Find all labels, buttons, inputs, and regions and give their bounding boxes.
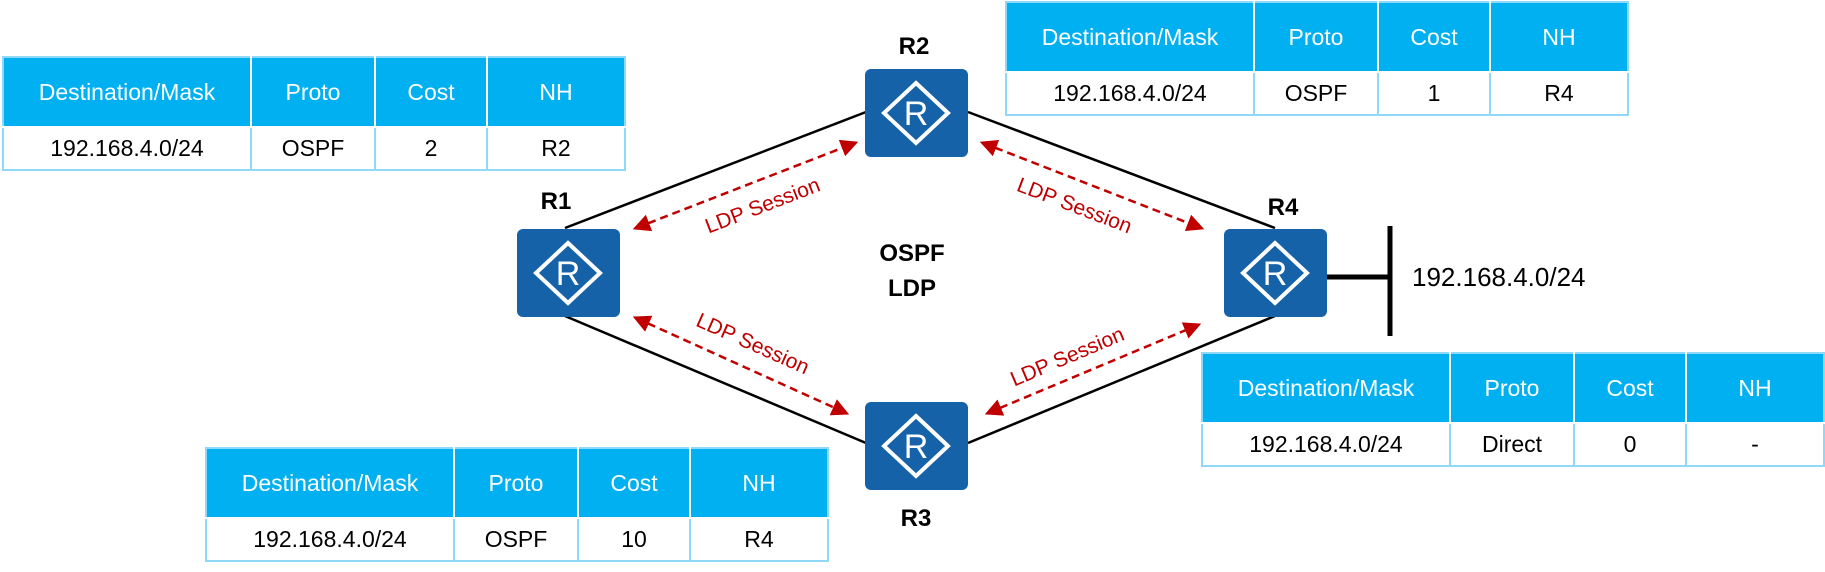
routing-table-r2: Destination/Mask Proto Cost NH 192.168.4…	[1005, 1, 1629, 116]
router-r4-label: R4	[1268, 194, 1299, 221]
cell-destination: 192.168.4.0/24	[2, 126, 252, 171]
cell-cost: 10	[577, 517, 691, 562]
cell-nh: -	[1685, 422, 1825, 467]
table-row: 192.168.4.0/24 Direct 0 -	[1201, 422, 1825, 467]
ldp-session-label-r2-r4: LDP Session	[1014, 174, 1135, 239]
router-r3-label: R3	[901, 505, 932, 532]
cell-destination: 192.168.4.0/24	[1201, 422, 1451, 467]
cell-proto: OSPF	[453, 517, 579, 562]
routing-table-r3: Destination/Mask Proto Cost NH 192.168.4…	[205, 447, 829, 562]
column-header: NH	[486, 56, 626, 128]
router-r3-glyph: R	[904, 428, 929, 466]
column-header: Destination/Mask	[2, 56, 252, 128]
table-row: 192.168.4.0/24 OSPF 1 R4	[1005, 71, 1629, 116]
table-row: 192.168.4.0/24 OSPF 10 R4	[205, 517, 829, 562]
routing-table-r4: Destination/Mask Proto Cost NH 192.168.4…	[1201, 352, 1825, 467]
link-r2-r4	[967, 110, 1276, 230]
column-header: NH	[689, 447, 829, 519]
table-header-row: Destination/Mask Proto Cost NH	[2, 56, 626, 128]
column-header: Proto	[1253, 1, 1379, 73]
column-header: Cost	[374, 56, 488, 128]
center-label-ospf: OSPF	[879, 240, 944, 267]
ldp-session-label-r1-r3: LDP Session	[693, 309, 813, 379]
router-r2-glyph: R	[904, 95, 929, 133]
router-r2-diamond-icon	[881, 80, 951, 146]
column-header: Proto	[1449, 352, 1575, 424]
router-r1[interactable]: R	[517, 229, 620, 317]
column-header: Cost	[1377, 1, 1491, 73]
column-header: Destination/Mask	[205, 447, 455, 519]
cell-nh: R4	[1489, 71, 1629, 116]
center-label-ldp: LDP	[888, 275, 936, 302]
cell-destination: 192.168.4.0/24	[205, 517, 455, 562]
cell-nh: R2	[486, 126, 626, 171]
router-r2[interactable]: R	[865, 69, 968, 157]
column-header: Destination/Mask	[1005, 1, 1255, 73]
router-r1-label: R1	[541, 188, 572, 215]
column-header: Cost	[577, 447, 691, 519]
cell-proto: Direct	[1449, 422, 1575, 467]
router-r1-glyph: R	[556, 255, 581, 293]
ldp-session-arrow-r1-r2	[632, 139, 859, 232]
cell-proto: OSPF	[250, 126, 376, 171]
router-r4-glyph: R	[1263, 255, 1288, 293]
router-r3[interactable]: R	[865, 402, 968, 490]
ldp-session-arrow-r3-r4	[984, 322, 1202, 416]
router-r2-label: R2	[899, 33, 930, 60]
table-header-row: Destination/Mask Proto Cost NH	[205, 447, 829, 519]
cell-proto: OSPF	[1253, 71, 1379, 116]
table-header-row: Destination/Mask Proto Cost NH	[1201, 352, 1825, 424]
cell-cost: 0	[1573, 422, 1687, 467]
router-r1-diamond-icon	[533, 240, 603, 306]
routing-table-r1: Destination/Mask Proto Cost NH 192.168.4…	[2, 56, 626, 171]
column-header: NH	[1685, 352, 1825, 424]
cell-destination: 192.168.4.0/24	[1005, 71, 1255, 116]
column-header: Proto	[453, 447, 579, 519]
table-header-row: Destination/Mask Proto Cost NH	[1005, 1, 1629, 73]
table-row: 192.168.4.0/24 OSPF 2 R2	[2, 126, 626, 171]
column-header: Cost	[1573, 352, 1687, 424]
column-header: Destination/Mask	[1201, 352, 1451, 424]
cell-nh: R4	[689, 517, 829, 562]
router-r3-diamond-icon	[881, 413, 951, 479]
cell-cost: 2	[374, 126, 488, 171]
ldp-session-label-r1-r2: LDP Session	[702, 174, 823, 239]
column-header: Proto	[250, 56, 376, 128]
network-label: 192.168.4.0/24	[1412, 262, 1586, 292]
cell-cost: 1	[1377, 71, 1491, 116]
router-r4-diamond-icon	[1240, 240, 1310, 306]
router-r4[interactable]: R	[1224, 229, 1327, 317]
column-header: NH	[1489, 1, 1629, 73]
